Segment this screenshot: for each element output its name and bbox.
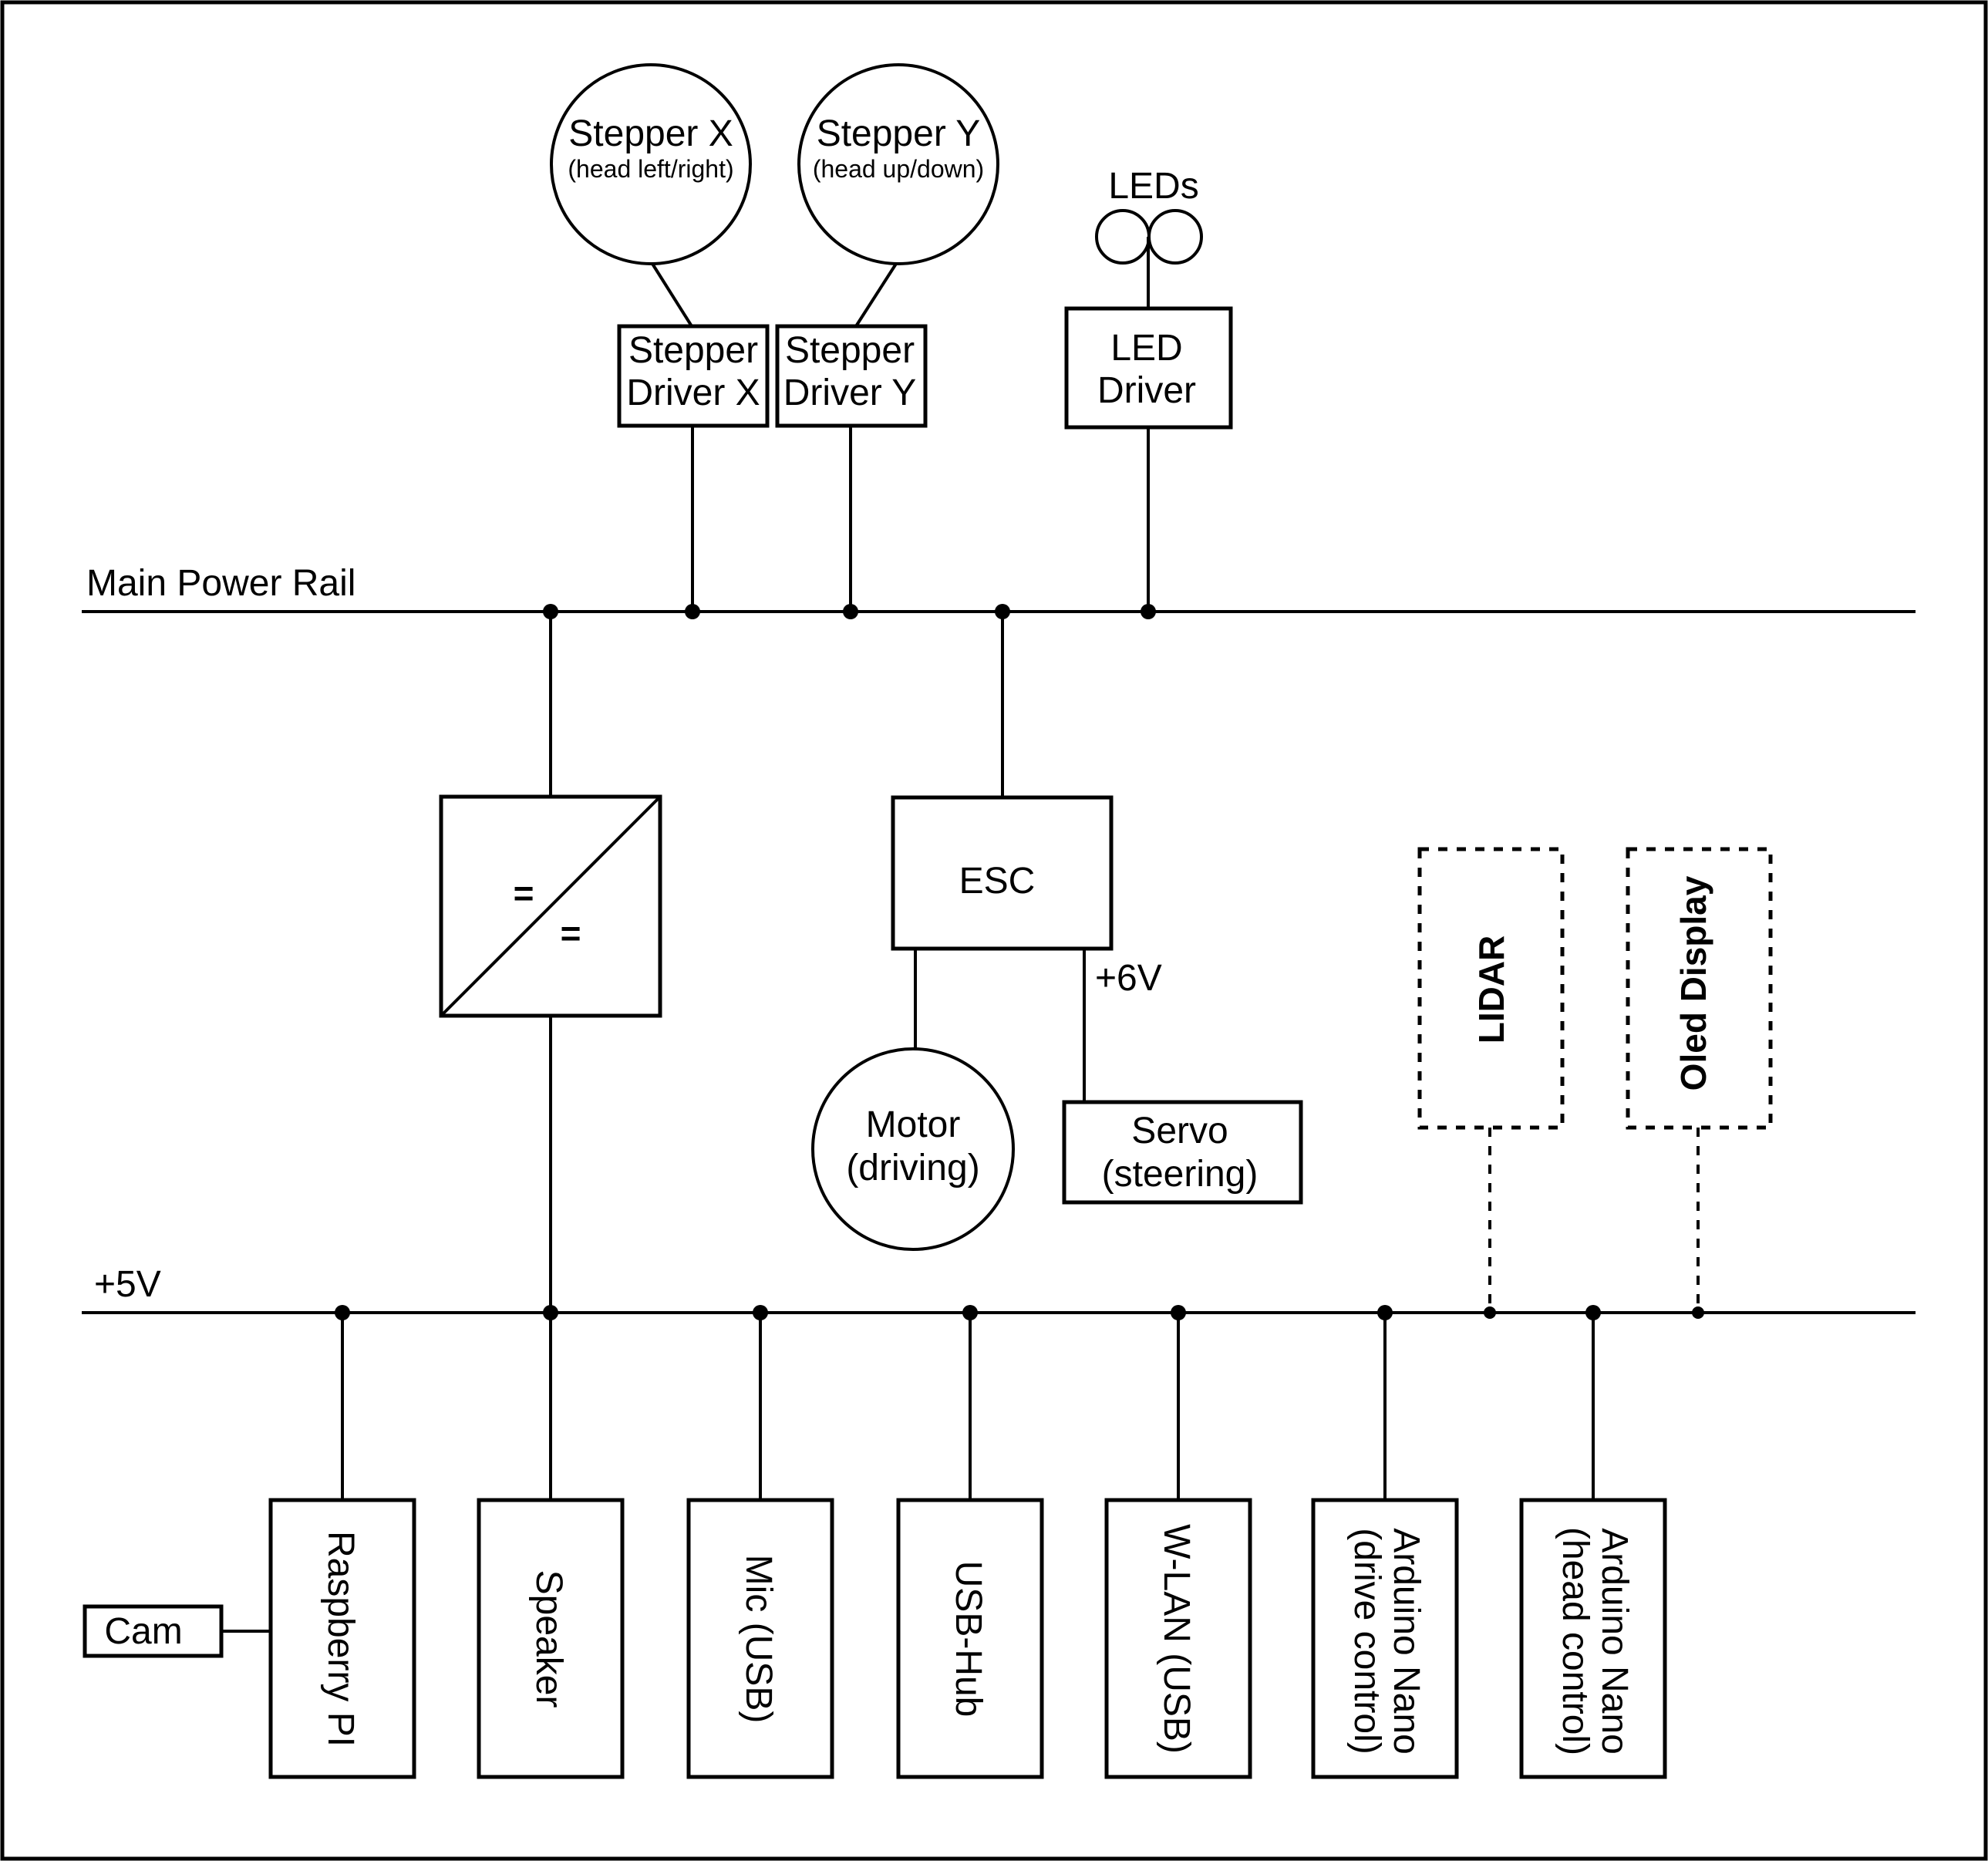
arduino-drive-box <box>1311 1498 1459 1779</box>
raspberry-pi-box <box>268 1498 416 1779</box>
stepper-y-title: Stepper Y <box>817 113 981 154</box>
arduino-drive-line2: (drive control) <box>1346 1528 1387 1754</box>
servo-line1: Servo <box>1131 1111 1228 1151</box>
stepper-driver-x-line2: Driver X <box>626 373 760 413</box>
esc-main-node <box>995 604 1010 619</box>
stepper-y-motor <box>797 63 999 265</box>
arduino-head-box <box>1519 1498 1667 1779</box>
arduino-head-node <box>1585 1305 1601 1320</box>
esc-label: ESC <box>959 861 1036 902</box>
motor-line1: Motor <box>866 1104 961 1145</box>
speaker-label: Speaker <box>528 1570 569 1708</box>
mic-node <box>753 1305 768 1320</box>
mic-box <box>686 1498 834 1779</box>
stepper-driver-y-line2: Driver Y <box>783 373 916 413</box>
converter-input-symbol: = <box>514 873 534 913</box>
motor-driving <box>811 1047 1015 1251</box>
oled-display-box <box>1626 847 1773 1130</box>
main-power-rail-label: Main Power Rail <box>86 563 355 604</box>
stepper-y-subtitle: (head up/down) <box>813 155 984 183</box>
led-driver-box <box>1064 306 1233 430</box>
esc-box <box>891 795 1114 951</box>
wlan-node <box>1171 1305 1186 1320</box>
mic-label: Mic (USB) <box>738 1555 779 1724</box>
arduino-head-line2: (head control) <box>1555 1527 1595 1755</box>
usb-hub-box <box>896 1498 1044 1779</box>
stepper-driver-x-node <box>685 604 700 619</box>
cam-label: Cam <box>104 1611 182 1652</box>
led-driver-node <box>1141 604 1156 619</box>
converter-output-symbol: = <box>561 913 581 953</box>
servo-box <box>1062 1100 1303 1205</box>
servo-line2: (steering) <box>1102 1154 1259 1195</box>
raspberry-pi-label: Raspberry PI <box>320 1531 361 1747</box>
wlan-label: W-LAN (USB) <box>1156 1524 1197 1754</box>
led-left-icon <box>1095 209 1151 265</box>
converter-5v-node <box>543 1305 558 1320</box>
arduino-drive-line1: Arduino Nano <box>1386 1528 1427 1755</box>
stepper-x-title: Stepper X <box>568 113 733 154</box>
led-driver-line1: LED <box>1110 328 1182 369</box>
stepper-driver-y-line1: Stepper <box>785 330 915 371</box>
lidar-node <box>1484 1306 1496 1319</box>
arduino-drive-node <box>1377 1305 1393 1320</box>
led-right-icon <box>1147 209 1203 265</box>
five-volt-rail-label: +5V <box>94 1264 161 1305</box>
stepper-x-link <box>651 262 693 328</box>
usb-hub-node <box>962 1305 978 1320</box>
oled-display-node <box>1692 1306 1704 1319</box>
leds-label: LEDs <box>1108 166 1198 207</box>
lidar-box <box>1417 847 1565 1130</box>
arduino-head-line1: Arduino Nano <box>1594 1528 1635 1755</box>
led-driver-line2: Driver <box>1097 370 1196 411</box>
six-volt-label: +6V <box>1095 958 1162 999</box>
raspberry-node <box>335 1305 350 1320</box>
stepper-x-subtitle: (head left/right) <box>568 155 733 183</box>
speaker-box <box>477 1498 625 1779</box>
dc-dc-converter-diagonal <box>441 797 660 1016</box>
stepper-driver-y-node <box>843 604 858 619</box>
usb-hub-label: USB-Hub <box>948 1561 989 1718</box>
stepper-x-motor <box>550 63 752 265</box>
wlan-box <box>1104 1498 1252 1779</box>
converter-main-node <box>543 604 558 619</box>
stepper-y-link <box>854 262 898 328</box>
lidar-label: LIDAR <box>1471 936 1511 1044</box>
oled-display-label: Oled Display <box>1673 875 1713 1091</box>
motor-line2: (driving) <box>846 1148 979 1188</box>
stepper-driver-x-line1: Stepper <box>628 330 758 371</box>
stepper-driver-y-box <box>775 324 928 428</box>
